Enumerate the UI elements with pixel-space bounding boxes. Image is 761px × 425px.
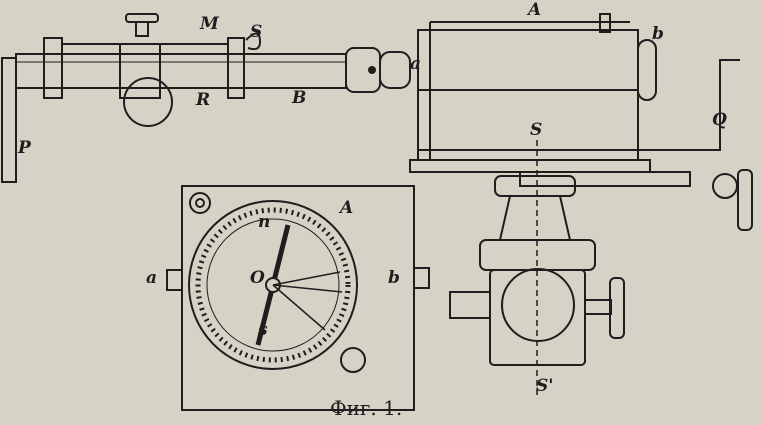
label-R: R <box>196 90 211 110</box>
label-S-prime: S' <box>536 376 554 396</box>
label-B: B <box>292 88 307 108</box>
label-M: M <box>200 14 219 34</box>
label-O: O <box>250 268 265 288</box>
label-n: n <box>258 212 271 232</box>
label-S-axis: S <box>530 120 543 140</box>
label-a-compass: a <box>146 268 158 288</box>
compass-dial <box>188 200 358 370</box>
tripod-head <box>449 140 625 395</box>
label-a-top: a <box>410 54 422 74</box>
label-P: P <box>18 138 31 158</box>
compass-top-view <box>166 185 430 411</box>
label-A-top: A <box>528 0 542 20</box>
figure-caption: Фиг. 1. <box>330 396 403 420</box>
label-S-hook: S <box>250 22 263 42</box>
label-s: s <box>258 320 268 340</box>
sighting-rod <box>1 13 411 183</box>
label-A-compass: A <box>340 198 354 218</box>
ring-R <box>123 77 173 127</box>
compass-side-view <box>409 13 753 231</box>
label-b-compass: b <box>388 268 400 288</box>
label-Q: Q <box>712 110 727 130</box>
label-b-top: b <box>652 24 664 44</box>
